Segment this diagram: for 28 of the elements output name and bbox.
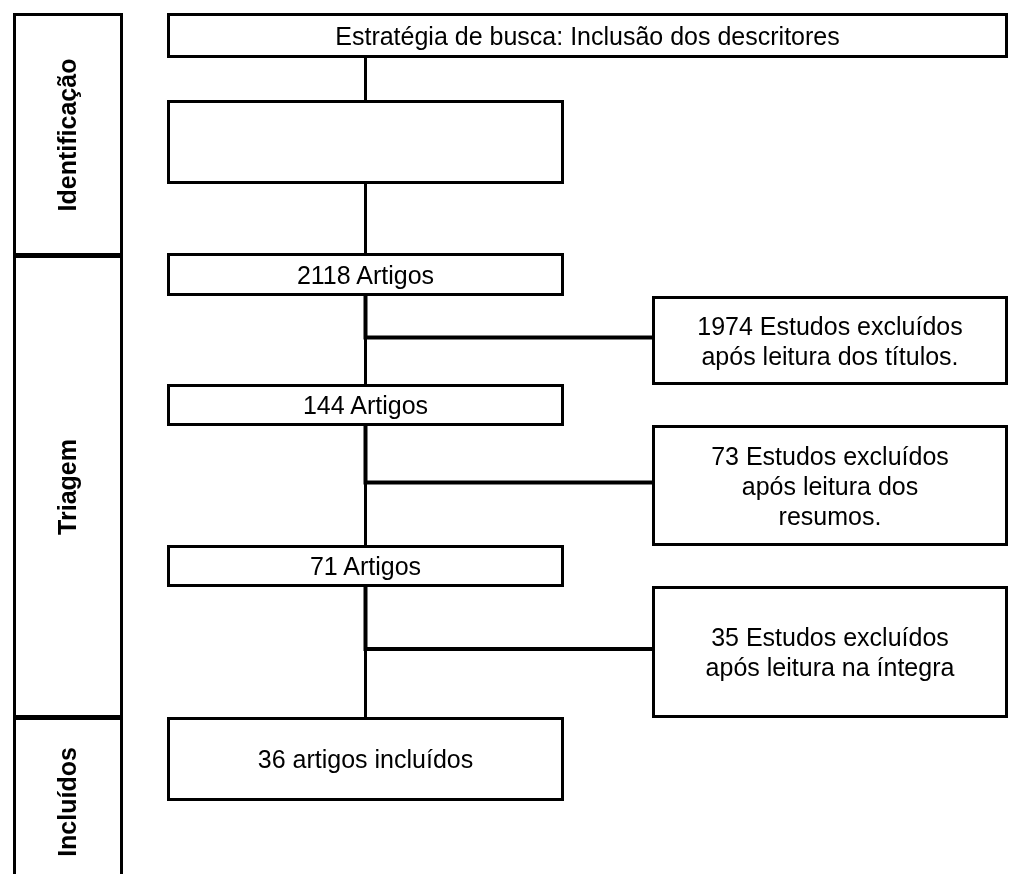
process-box [167, 717, 564, 801]
phase-label: Identificação [52, 58, 83, 211]
box-text: 1974 Estudos excluídos após leitura dos títulos. [696, 310, 964, 371]
connector-line [364, 58, 367, 100]
box-text: 71 Artigos [309, 551, 422, 581]
box-text: Estratégia de busca: Inclusão dos descritores [335, 20, 840, 51]
box-text: 36 artigos incluídos [257, 744, 474, 774]
connector-line [363, 426, 652, 485]
process-box [167, 545, 564, 587]
box-text: 73 Estudos excluídos após leitura dos resumos. [710, 440, 950, 531]
phase-label: Triagem [52, 438, 83, 535]
phase-band [13, 717, 123, 874]
exclusion-box [652, 296, 1008, 385]
connector-line [364, 184, 367, 253]
box-text: 35 Estudos excluídos após leitura na íntegra [704, 622, 956, 682]
phase-label: Incluídos [52, 747, 83, 857]
exclusion-box [652, 586, 1008, 718]
connector-line [363, 587, 652, 651]
process-box [167, 100, 564, 184]
phase-band [13, 255, 123, 718]
phase-band [13, 13, 123, 256]
box-text: 2118 Artigos [296, 259, 435, 290]
process-box [167, 253, 564, 296]
box-text: 144 Artigos [302, 390, 429, 420]
exclusion-box [652, 425, 1008, 546]
connector-line [363, 296, 652, 340]
process-box [167, 13, 1008, 58]
process-box [167, 384, 564, 426]
